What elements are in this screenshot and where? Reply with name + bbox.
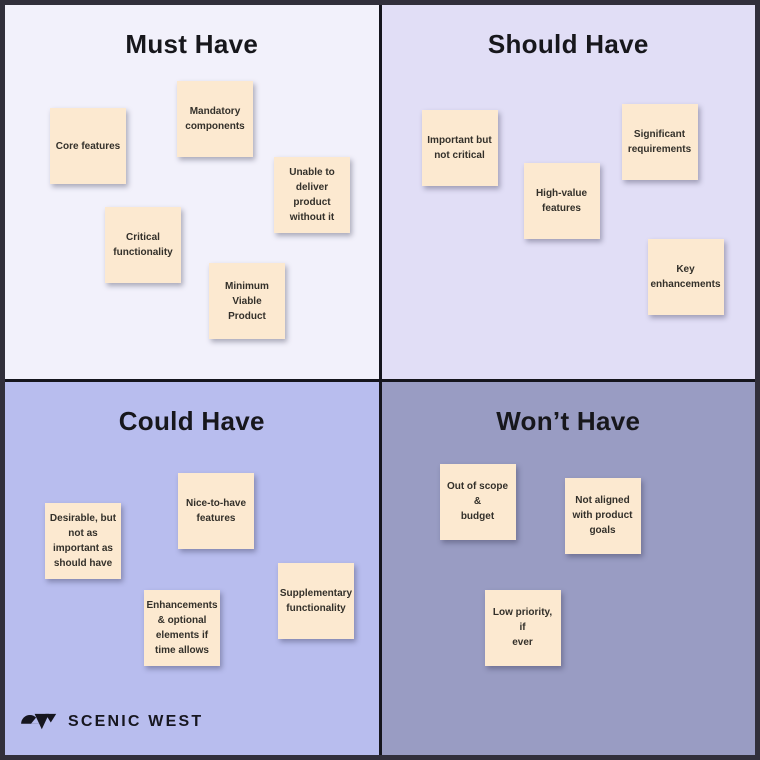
quadrant-title-must-have: Must Have bbox=[125, 29, 259, 59]
sticky-note[interactable]: Not aligned with product goals bbox=[564, 477, 641, 554]
sticky-note[interactable]: Out of scope & budget bbox=[439, 463, 516, 540]
sticky-note[interactable]: Enhancements & optional elements if time… bbox=[144, 589, 220, 666]
sticky-note[interactable]: Minimum Viable Product bbox=[209, 263, 285, 339]
notes-layer-could-have: Desirable, but not as important as shoul… bbox=[5, 382, 379, 756]
quadrant-title-could-have: Could Have bbox=[118, 405, 265, 436]
sticky-note[interactable]: Critical functionality bbox=[105, 207, 181, 283]
quadrant-wont-have: Won’t Have Out of scope & budget Not alig… bbox=[381, 381, 756, 756]
sticky-note[interactable]: High-value features bbox=[523, 163, 600, 239]
quadrant-title-should-have: Should Have bbox=[487, 29, 649, 59]
quadrant-title-wont-have: Won’t Have bbox=[496, 405, 641, 436]
w-triangle-large bbox=[34, 713, 49, 729]
sticky-note[interactable]: Significant requirements bbox=[621, 104, 698, 180]
notes-layer-wont-have: Out of scope & budget Not aligned with pr… bbox=[382, 382, 756, 756]
sticky-note[interactable]: Important but not critical bbox=[421, 110, 498, 186]
sticky-note[interactable]: Nice-to-have features bbox=[178, 472, 254, 549]
sticky-note[interactable]: Core features bbox=[50, 108, 126, 184]
sticky-note[interactable]: Key enhancements bbox=[647, 239, 724, 315]
sticky-note[interactable]: Desirable, but not as important as shoul… bbox=[45, 502, 121, 579]
sticky-note[interactable]: Supplementary functionality bbox=[278, 562, 354, 639]
sticky-note[interactable]: Mandatory components bbox=[177, 81, 253, 157]
quadrant-must-have: Must Have Core features Mandatory compone… bbox=[5, 5, 379, 379]
brand-logo: SCENIC WEST bbox=[20, 713, 203, 731]
w-triangle-small bbox=[45, 713, 57, 722]
sticky-note[interactable]: Unable to deliver product without it bbox=[274, 157, 350, 233]
quadrant-could-have: Could Have Desirable, but not as importa… bbox=[5, 381, 379, 756]
brand-name: SCENIC WEST bbox=[68, 712, 204, 730]
dome-w-monogram-icon bbox=[21, 713, 57, 729]
sticky-note[interactable]: Low priority, if ever bbox=[484, 589, 561, 666]
